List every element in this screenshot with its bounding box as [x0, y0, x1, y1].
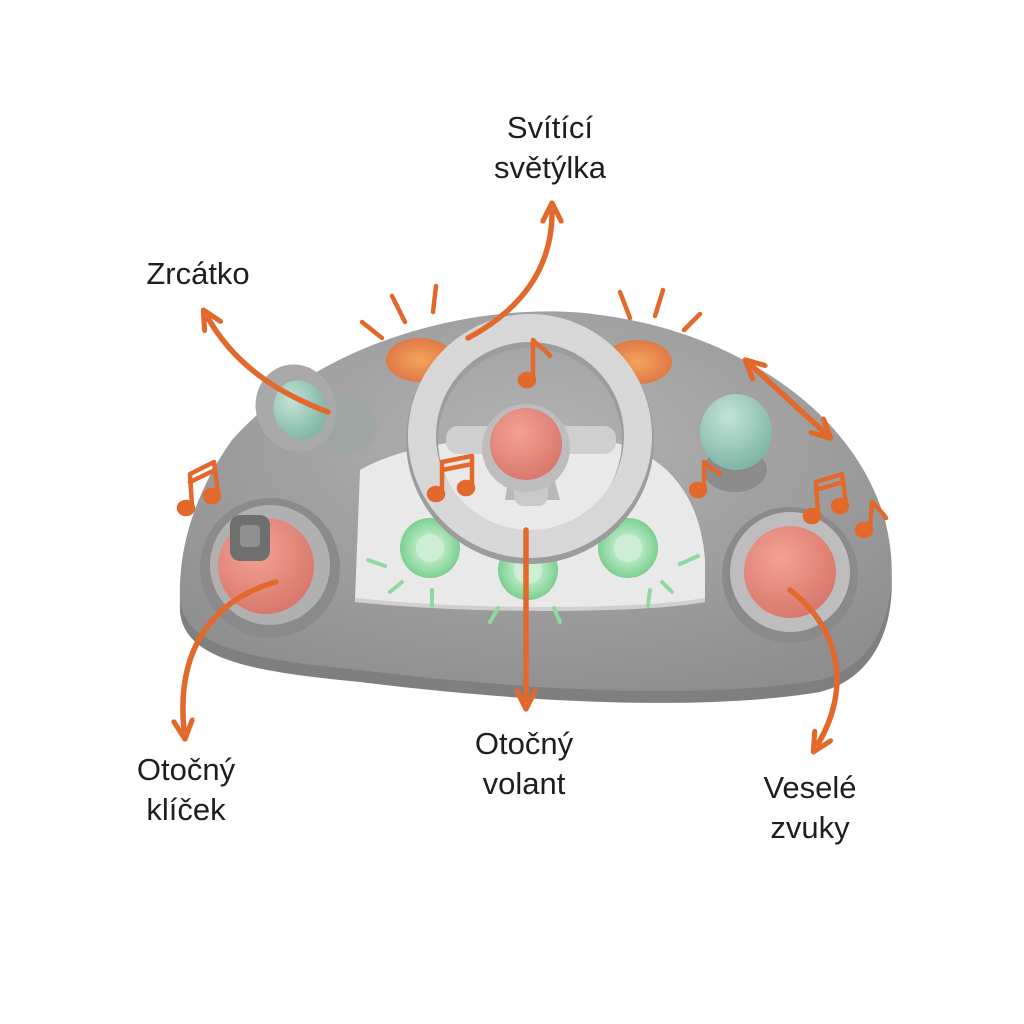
label-key-line2: klíček: [146, 792, 226, 827]
label-lights: Svítící světýlka: [450, 108, 650, 188]
label-sounds-line2: zvuky: [770, 810, 850, 845]
label-wheel-line1: Otočný: [474, 726, 574, 761]
light-ray-icon: [359, 283, 703, 341]
label-wheel: Otočný volant: [424, 724, 624, 804]
double-arrow-icon: [752, 366, 824, 432]
horn-button: [490, 408, 562, 480]
label-lights-line1: Svítící: [506, 110, 594, 145]
label-sounds-line1: Veselé: [763, 770, 857, 805]
arrow-key: [183, 579, 279, 730]
steering-wheel: [406, 314, 654, 564]
label-mirror-line1: Zrcátko: [146, 256, 250, 291]
label-mirror: Zrcátko: [98, 254, 298, 294]
label-sounds: Veselé zvuky: [710, 768, 910, 848]
music-note-icon: [176, 337, 889, 539]
sound-button: [744, 526, 836, 618]
arrow-sounds: [787, 587, 840, 744]
label-key: Otočný klíček: [86, 750, 286, 830]
label-wheel-line2: volant: [482, 766, 566, 801]
label-lights-line2: světýlka: [494, 150, 606, 185]
arrow-icon: [183, 212, 840, 744]
mint-knob: [700, 394, 772, 470]
arrow-lights: [465, 212, 552, 341]
label-key-line1: Otočný: [136, 752, 236, 787]
arrow-mirror: [208, 318, 331, 415]
green-light-rays: [366, 554, 700, 624]
